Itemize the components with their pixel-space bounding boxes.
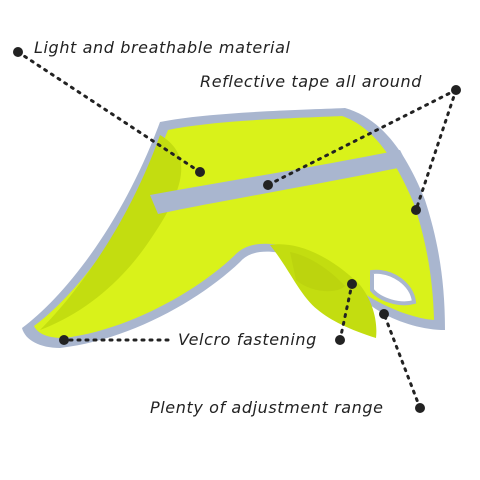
vest-inner-panel bbox=[40, 135, 182, 330]
label-material: Light and breathable material bbox=[34, 38, 291, 57]
dot-material-end bbox=[195, 167, 205, 177]
dot-adjust-end bbox=[415, 403, 425, 413]
label-adjustment: Plenty of adjustment range bbox=[150, 398, 384, 417]
mesh-area bbox=[290, 252, 345, 292]
vest-opening bbox=[370, 269, 417, 306]
label-velcro: Velcro fastening bbox=[178, 330, 317, 349]
dot-velcro-strap bbox=[347, 279, 357, 289]
dot-adjust-strap bbox=[379, 309, 389, 319]
marker-dots bbox=[13, 47, 461, 413]
dot-reflective-start bbox=[451, 85, 461, 95]
dot-reflective-stripe bbox=[263, 180, 273, 190]
reflective-stripe bbox=[150, 150, 408, 214]
dot-reflective-edge bbox=[411, 205, 421, 215]
leader-lines bbox=[16, 50, 458, 410]
label-reflective: Reflective tape all around bbox=[200, 72, 422, 91]
dot-material-start bbox=[13, 47, 23, 57]
dot-velcro-right bbox=[335, 335, 345, 345]
dot-velcro-left bbox=[59, 335, 69, 345]
